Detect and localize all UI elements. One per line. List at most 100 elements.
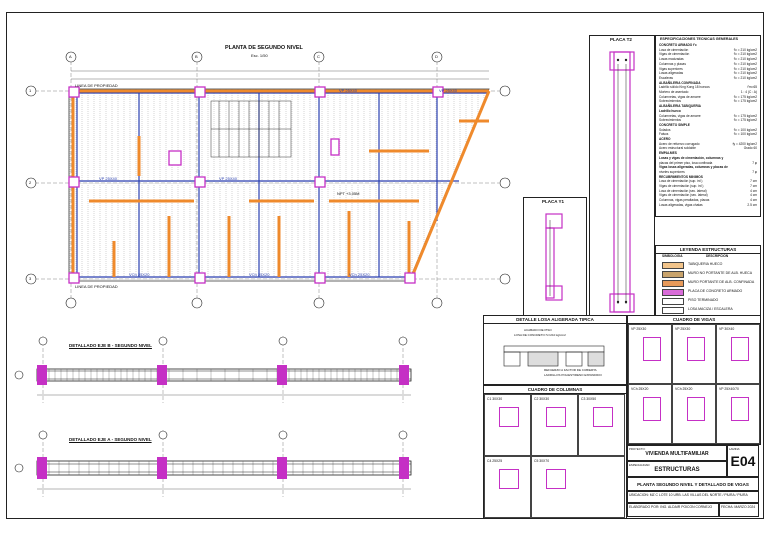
spec-key: Losa de cimentación (sup. inf.) <box>659 179 703 184</box>
legend-label: TABIQUERIA HUECO <box>688 262 723 266</box>
grid-label-a-top: A <box>69 54 72 59</box>
columna-label: C5 30X70 <box>534 459 550 463</box>
viga-label: VP 25X30 <box>675 327 691 331</box>
spec-row: CONCRETO SIMPLE <box>659 123 757 127</box>
tb-proyecto-value: VIVIENDA MULTIFAMILIAR <box>645 451 709 457</box>
spec-value: 4 cm <box>750 198 757 203</box>
detail-a-title: DETALLADO EJE A - SEGUNDO NIVEL <box>69 437 152 442</box>
spec-value: f'c = 100 kg/cm2 <box>733 127 757 132</box>
tb-proyecto: PROYECTO: VIVIENDA MULTIFAMILIAR <box>627 445 727 461</box>
tb-lamina-value: E04 <box>730 453 756 469</box>
viga-label: VCh 25X20 <box>631 387 649 391</box>
viga-section-icon <box>731 397 749 421</box>
spec-key: Mortero de asentado <box>659 90 689 94</box>
columna-section-icon <box>546 407 566 427</box>
tb-plano: PLANTA SEGUNDO NIVEL Y DETALLADO DE VIGA… <box>627 477 759 491</box>
beam-label: VCh 25X20 <box>349 272 370 277</box>
viga-section-icon <box>731 337 749 361</box>
spec-key: placas del primer piso, losa confinada <box>659 160 713 165</box>
spec-value: f'c = 210 kg/cm2 <box>733 47 757 52</box>
spec-key: ALBAÑILERIA CONFINADA <box>659 80 701 85</box>
legend-swatch <box>662 289 684 296</box>
spec-key: Columnetas, vigas de amarre <box>659 94 701 99</box>
spec-key: RECUBRIMIENTOS MINIMOS <box>659 174 703 179</box>
legend-swatch <box>662 271 684 278</box>
spec-value: f'c = 210 kg/cm2 <box>733 52 757 57</box>
spec-value: 7 cm <box>750 184 757 188</box>
viga-section-icon <box>687 337 705 361</box>
legend-col-symbol: SIMBOLOGIA <box>662 254 683 258</box>
spec-key: Falsos <box>659 132 669 137</box>
detail-b-title: DETALLADO EJE B - SEGUNDO NIVEL <box>69 343 152 348</box>
spec-key: Losa de cimentación (sec. lateral) <box>659 188 707 193</box>
legend-item: MURO NO PORTANTE DE ALB. HUECA <box>660 269 756 278</box>
spec-row: Losa de cimentación (sec. lateral) 4 cm <box>659 189 757 193</box>
losa-note: ACABADO DE PISO <box>524 328 552 332</box>
spec-key: Vigas de cimentación (sec. lateral) <box>659 193 708 198</box>
legend-title: LEYENDA ESTRUCTURAS <box>656 246 760 254</box>
spec-key: Solados <box>659 127 671 132</box>
columna-label: C4 25X25 <box>487 459 503 463</box>
spec-value: Grado 60 <box>743 146 757 151</box>
spec-key: Ladrillo sólido King Kong 18 huecos <box>659 85 710 90</box>
legend-item: MURO PORTANTE DE ALB. CONFINADA <box>660 278 756 287</box>
beam-label: VP 25X40 <box>219 176 237 181</box>
spec-key: niveles superiores <box>659 169 685 174</box>
spec-key: EMPALMES <box>659 151 677 156</box>
plan-scale: Esc. 1/50 <box>251 53 268 58</box>
legend-item: PISO TERMINADO <box>660 296 756 305</box>
spec-value: 1 : 4 (C : A) <box>740 90 757 94</box>
columna-cell: C5 30X70 <box>531 456 625 518</box>
spec-row: Losa de cimentación (sup. inf.)7 cm <box>659 179 757 183</box>
spec-key: Ladrillo hueco <box>659 108 681 113</box>
spec-value: 4 cm <box>750 188 757 193</box>
legend-col-description: DESCRIPCION <box>706 254 729 258</box>
tb-proyecto-label: PROYECTO: <box>629 447 646 451</box>
columna-label: C2 30X30 <box>534 397 550 401</box>
beam-label: VCh 25X20 <box>249 272 270 277</box>
placa-y1-title: PLACA Y1 <box>542 199 565 204</box>
spec-row: Solados f'c = 100 kg/cm2 <box>659 128 757 132</box>
spec-key: ALBAÑILERIA TABIQUERIA <box>659 104 701 109</box>
beam-label: VP 25X40 <box>339 88 357 93</box>
legend-label: MURO NO PORTANTE DE ALB. HUECA <box>688 271 753 275</box>
columna-label: C1 30X30 <box>487 397 503 401</box>
legend-swatch <box>662 262 684 269</box>
placa-y1-panel: PLACA Y1 <box>523 197 587 317</box>
spec-row: Losas y vigas de cimentación, columnas y <box>659 156 757 160</box>
spec-value: f'c = 210 kg/cm2 <box>733 57 757 62</box>
spec-key: Sobrecimientos <box>659 118 681 123</box>
title-block: PROYECTO: VIVIENDA MULTIFAMILIAR ESPECIA… <box>627 445 759 517</box>
specs-panel: ESPECIFICACIONES TECNICAS GENERALES CONC… <box>655 35 761 217</box>
detail-a-drawing <box>14 430 412 497</box>
spec-value: f'c = 175 kg/cm2 <box>733 113 757 118</box>
columna-cell: C3 30X50 <box>578 394 625 456</box>
losa-note: LADRILLOS POLIESTIRENO EXPANDIDO <box>544 373 602 377</box>
legend-label: LOSA MACIZA / ESCALERA <box>688 307 733 311</box>
spec-key: CONCRETO SIMPLE <box>659 122 690 127</box>
placa-t2-drawing <box>609 51 635 313</box>
spec-row: RECUBRIMIENTOS MINIMOS <box>659 175 757 179</box>
grid-label-2: 2 <box>29 180 32 185</box>
legend-item: PLACA DE CONCRETO ARMADO <box>660 287 756 296</box>
columna-cell: C1 30X30 <box>484 394 531 456</box>
spec-key: Losas y vigas de cimentación, columnas y <box>659 155 724 160</box>
plan-drawing <box>25 51 511 309</box>
spec-row: Vigas de cimentación (sup. inf.)7 cm <box>659 184 757 188</box>
tb-especialidad-value: ESTRUCTURAS <box>654 467 700 473</box>
tb-especialidad: ESPECIALIDAD: ESTRUCTURAS <box>627 461 727 477</box>
spec-row: ACERO <box>659 137 757 141</box>
grid-label-1: 1 <box>29 88 32 93</box>
